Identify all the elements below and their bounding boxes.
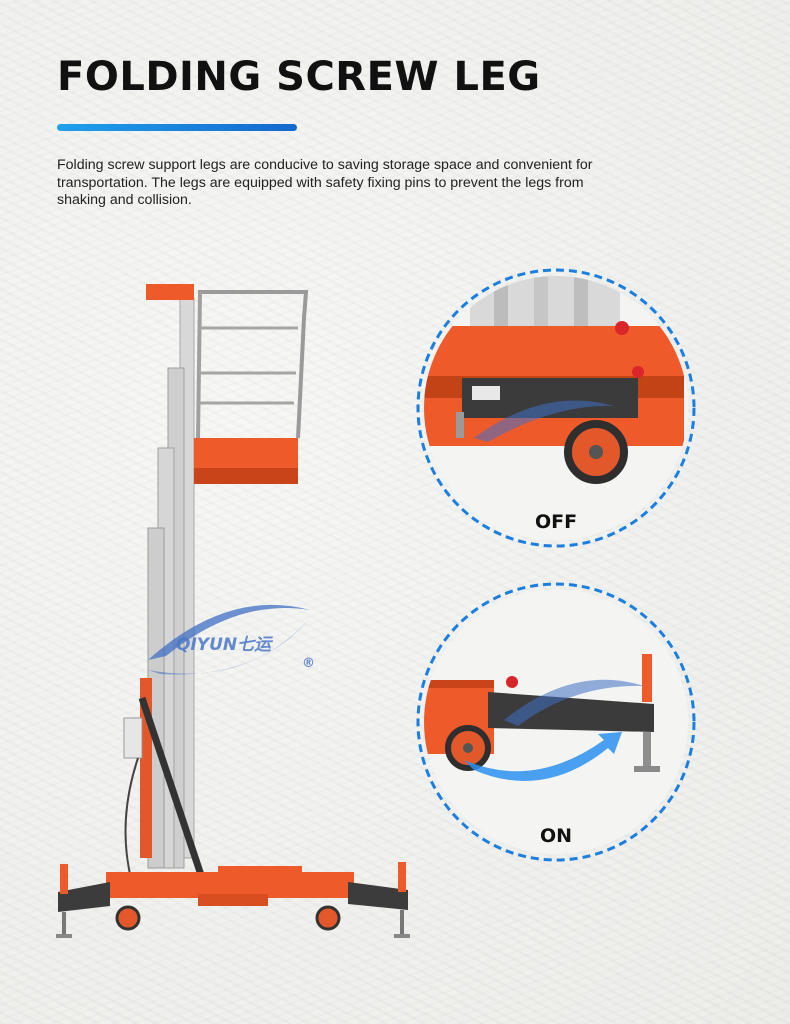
leg-on-illustration	[416, 582, 696, 862]
off-label: OFF	[534, 511, 578, 533]
page-title: FOLDING SCREW LEG	[57, 54, 541, 100]
registered-mark: ®	[302, 656, 315, 671]
leg-off-detail: OFF	[414, 266, 698, 550]
aerial-work-platform-image	[56, 284, 410, 938]
leg-off-illustration	[416, 268, 696, 548]
leg-on-detail: ON	[414, 580, 698, 864]
on-label: ON	[539, 825, 573, 847]
brand-watermark: QIYUN七运	[176, 635, 272, 655]
title-underline	[57, 124, 297, 131]
feature-description: Folding screw support legs are conducive…	[57, 157, 593, 208]
